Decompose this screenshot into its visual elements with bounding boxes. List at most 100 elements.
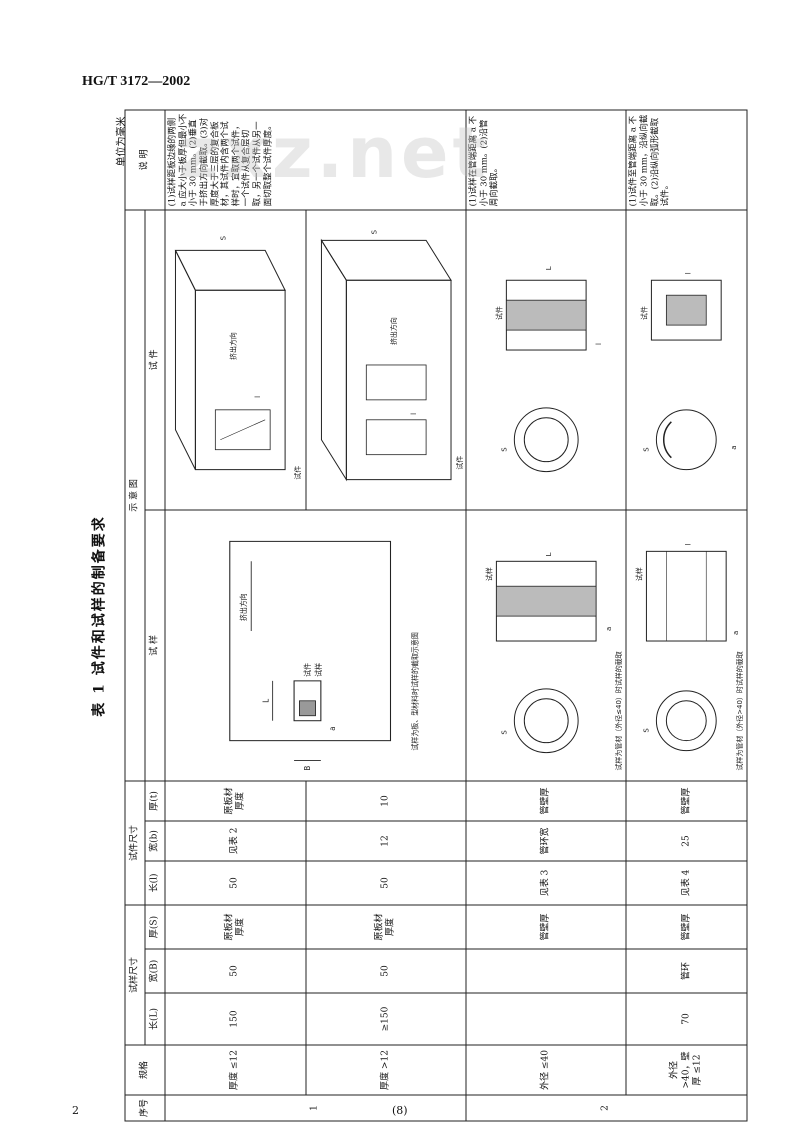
pipe-sample-small: S L a 试样 试样为管材（外径≤40）时试样的截取 xyxy=(484,552,623,770)
row2b-spec: 外径 >40，壁厚 ≤12 xyxy=(626,1045,748,1095)
row1b-b: 12 xyxy=(305,820,466,861)
label-L: L xyxy=(261,699,270,703)
plate-specimen-thick: 挤出方向 试件 S l xyxy=(320,229,464,482)
label-S-4: S xyxy=(500,730,508,735)
row2a-b: 管环宽 xyxy=(466,820,627,861)
label-S-3: S xyxy=(370,229,378,234)
pipe-sample-large: S l a 试样 试样为管材（外径>40）时试样的截取 xyxy=(635,543,745,770)
row1b-l: 50 xyxy=(305,860,466,905)
label-l-7: l xyxy=(685,272,693,274)
row1a-specimen-diagram: 挤出方向 试件 S l xyxy=(165,209,306,510)
label-a: a xyxy=(328,726,337,730)
label-l-3: l xyxy=(410,413,418,415)
plate-sample-diagram: 挤出方向 B L a 试件 试样 试样为板、型材料时试样的截取示意图 xyxy=(229,540,419,771)
label-specimen-5: 试件 xyxy=(494,306,503,320)
label-L-4: L xyxy=(545,552,553,556)
row2a-l: 见表 3 xyxy=(466,860,627,905)
plate-specimen-thin: 挤出方向 试件 S l xyxy=(174,235,302,480)
row2a-note: (1)试样在管端距离 a 不小于 30 mm。(2)沿管周向截取。 xyxy=(466,109,627,210)
row1b-S: 原板材 厚度 xyxy=(305,904,466,949)
label-l-5: l xyxy=(595,343,603,345)
label-L-5: L xyxy=(545,266,553,270)
pipe-specimen-large: S l 试件 a xyxy=(640,272,739,471)
row2b-B: 管环 xyxy=(626,949,748,993)
row1a-S: 原板材 厚度 xyxy=(165,904,306,949)
label-specimen-2: 试件 xyxy=(293,466,302,480)
row1-seq: 1 xyxy=(165,1095,466,1121)
label-specimen-1: 试件 xyxy=(303,663,312,677)
label-direction-3: 挤出方向 xyxy=(389,317,398,345)
pipe-specimen-small: S L 试件 l xyxy=(494,266,603,473)
label-S-6: S xyxy=(643,728,651,733)
rotated-table-container: 表 1 试件和试样的制备要求 单位为毫米 序号 规格 试样尺寸 试件尺寸 示 意… xyxy=(89,109,748,1122)
row1a-t: 原板材 厚度 xyxy=(165,780,306,821)
label-a-6: a xyxy=(733,631,741,635)
row1b-specimen-diagram: 挤出方向 试件 S l xyxy=(305,209,466,510)
header-spec: 规格 xyxy=(125,1045,165,1095)
header-B: 宽(B) xyxy=(145,949,165,993)
row1-sample-diagram: 挤出方向 B L a 试件 试样 试样为板、型材料时试样的截取示意图 xyxy=(165,509,466,781)
row2-seq: 2 xyxy=(466,1095,748,1121)
label-S-5: S xyxy=(500,447,508,452)
row2a-spec: 外径 ≤40 xyxy=(466,1045,627,1095)
label-sample-6: 试样 xyxy=(635,567,644,581)
header-seq: 序号 xyxy=(125,1095,165,1121)
row2b-L: 70 xyxy=(626,993,748,1045)
row2a-sample-diagram: S L a 试样 试样为管材（外径≤40）时试样的截取 xyxy=(466,509,627,781)
label-l-2: l xyxy=(254,396,262,398)
row1a-spec: 厚度 ≤12 xyxy=(165,1045,306,1095)
spec-table: 序号 规格 试样尺寸 试件尺寸 示 意 图 说 明 长(L) 宽(B) 厚(S)… xyxy=(125,109,748,1121)
header-L: 长(L) xyxy=(145,993,165,1045)
header-sample-dims: 试样尺寸 xyxy=(125,904,145,1045)
label-S-7: S xyxy=(643,447,651,452)
row1a-b: 见表 2 xyxy=(165,820,306,861)
header-specimen: 试 件 xyxy=(145,209,165,510)
row2b-specimen-diagram: S l 试件 a xyxy=(626,209,748,510)
row2b-t: 管壁厚 xyxy=(626,780,748,821)
label-a-7: a xyxy=(731,445,739,449)
header-specimen-dims: 试件尺寸 xyxy=(125,780,145,905)
label-direction: 挤出方向 xyxy=(239,593,248,621)
row2a-B xyxy=(466,949,627,993)
label-sample-1: 试样 xyxy=(314,663,323,677)
page-number-center: (8) xyxy=(392,1104,408,1117)
row2b-S: 管壁厚 xyxy=(626,904,748,949)
row2b-b: 25 xyxy=(626,820,748,861)
header-b: 宽(b) xyxy=(145,820,165,861)
row1a-l: 50 xyxy=(165,860,306,905)
label-specimen-7: 试件 xyxy=(640,306,649,320)
row1a-L: 150 xyxy=(165,993,306,1045)
row1-note: (1)试样距板边缘的两侧 a 应大小于板厚但最小不小于 30 mm。(2)垂直于… xyxy=(165,109,466,210)
row2a-L xyxy=(466,993,627,1045)
row1a-B: 50 xyxy=(165,949,306,993)
header-l: 长(l) xyxy=(145,860,165,905)
table-title: 表 1 试件和试样的制备要求 xyxy=(91,515,108,717)
label-S-2: S xyxy=(219,235,227,240)
row2a-t: 管壁厚 xyxy=(466,780,627,821)
row2a-sample-caption: 试样为管材（外径≤40）时试样的截取 xyxy=(614,651,623,770)
row2b-sample-caption: 试样为管材（外径>40）时试样的截取 xyxy=(736,651,745,770)
label-l-6: l xyxy=(685,543,693,545)
label-sample-4: 试样 xyxy=(484,567,493,581)
page-number-left: 2 xyxy=(72,1104,79,1117)
label-specimen-3: 试件 xyxy=(455,456,464,470)
standard-code: HG/T 3172—2002 xyxy=(82,74,191,89)
label-B: B xyxy=(303,766,312,771)
header-S: 厚(S) xyxy=(145,904,165,949)
row1b-L: ≥150 xyxy=(305,993,466,1045)
row2a-specimen-diagram: S L 试件 l xyxy=(466,209,627,510)
row1b-t: 10 xyxy=(305,780,466,821)
header-figure: 示 意 图 xyxy=(125,209,145,781)
row1b-B: 50 xyxy=(305,949,466,993)
row1-sample-caption: 试样为板、型材料时试样的截取示意图 xyxy=(410,632,419,750)
row2b-note: (1)试件至管端距离 a 不小于 30 mm，沿纵向截取。(2)沿纵向弧形截取试… xyxy=(626,109,748,210)
header-sample: 试 样 xyxy=(145,509,165,781)
row2b-l: 见表 4 xyxy=(626,860,748,905)
row2a-S: 管壁厚 xyxy=(466,904,627,949)
row2b-sample-diagram: S l a 试样 试样为管材（外径>40）时试样的截取 xyxy=(626,509,748,781)
header-t: 厚(t) xyxy=(145,780,165,821)
label-direction-2: 挤出方向 xyxy=(228,332,237,360)
row1b-spec: 厚度 >12 xyxy=(305,1045,466,1095)
header-note: 说 明 xyxy=(125,109,165,210)
label-a-4: a xyxy=(605,627,613,631)
